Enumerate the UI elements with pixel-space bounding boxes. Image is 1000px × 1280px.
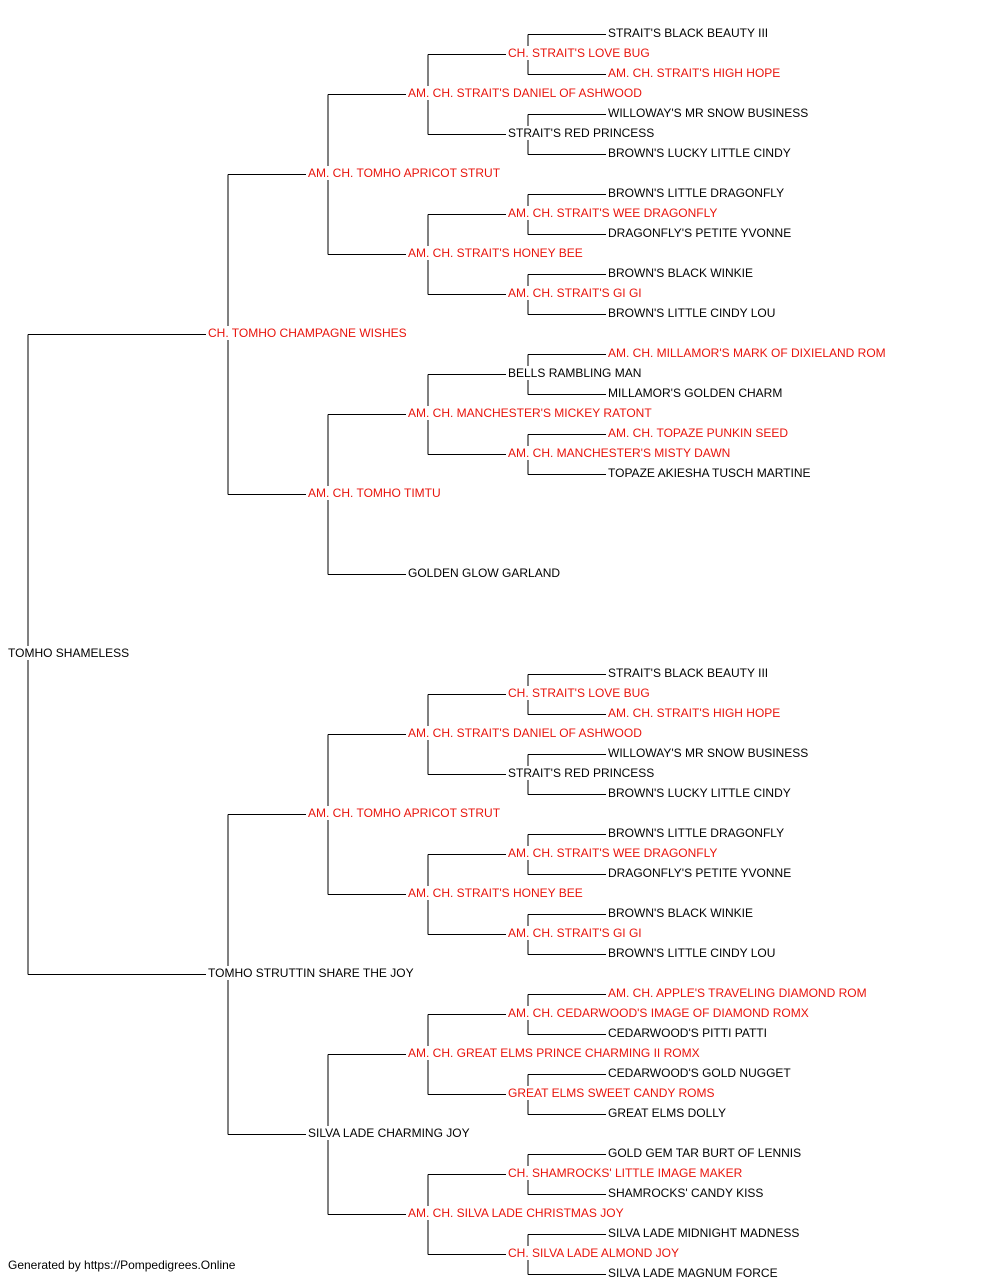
pedigree-entry-gen3-2: AM. CH. MANCHESTER'S MICKEY RATONT <box>408 406 654 420</box>
pedigree-entry-gen4-10: AM. CH. STRAIT'S WEE DRAGONFLY <box>508 846 720 860</box>
pedigree-entry-gen5-7: BROWN'S LITTLE CINDY LOU <box>608 306 778 320</box>
pedigree-entry-gen2-2: AM. CH. TOMHO APRICOT STRUT <box>308 806 503 820</box>
pedigree-entry-gen4-2: AM. CH. STRAIT'S WEE DRAGONFLY <box>508 206 720 220</box>
pedigree-entry-gen3-1: AM. CH. STRAIT'S HONEY BEE <box>408 246 585 260</box>
pedigree-entry-gen4-15: CH. SILVA LADE ALMOND JOY <box>508 1246 681 1260</box>
pedigree-entry-gen3-0: AM. CH. STRAIT'S DANIEL OF ASHWOOD <box>408 86 644 100</box>
pedigree-entry-gen5-19: BROWN'S LUCKY LITTLE CINDY <box>608 786 793 800</box>
generator-credit: Generated by https://Pompedigrees.Online <box>8 1258 236 1272</box>
pedigree-entry-gen4-11: AM. CH. STRAIT'S GI GI <box>508 926 644 940</box>
pedigree-entry-gen2-3: SILVA LADE CHARMING JOY <box>308 1126 472 1140</box>
pedigree-entry-gen4-4: BELLS RAMBLING MAN <box>508 366 644 380</box>
pedigree-entry-gen5-30: SILVA LADE MIDNIGHT MADNESS <box>608 1226 802 1240</box>
pedigree-entry-gen5-18: WILLOWAY'S MR SNOW BUSINESS <box>608 746 811 760</box>
pedigree-entry-gen5-16: STRAIT'S BLACK BEAUTY III <box>608 666 771 680</box>
pedigree-entry-gen5-26: CEDARWOOD'S GOLD NUGGET <box>608 1066 793 1080</box>
pedigree-entry-gen3-7: AM. CH. SILVA LADE CHRISTMAS JOY <box>408 1206 626 1220</box>
pedigree-entry-gen3-5: AM. CH. STRAIT'S HONEY BEE <box>408 886 585 900</box>
pedigree-entry-gen5-9: MILLAMOR'S GOLDEN CHARM <box>608 386 785 400</box>
pedigree-entry-gen4-1: STRAIT'S RED PRINCESS <box>508 126 657 140</box>
pedigree-entry-gen5-10: AM. CH. TOPAZE PUNKIN SEED <box>608 426 791 440</box>
pedigree-entry-gen4-5: AM. CH. MANCHESTER'S MISTY DAWN <box>508 446 733 460</box>
pedigree-entry-gen2-1: AM. CH. TOMHO TIMTU <box>308 486 443 500</box>
pedigree-entry-gen2-0: AM. CH. TOMHO APRICOT STRUT <box>308 166 503 180</box>
pedigree-entry-gen1-0: CH. TOMHO CHAMPAGNE WISHES <box>208 326 409 340</box>
pedigree-entry-gen5-3: BROWN'S LUCKY LITTLE CINDY <box>608 146 793 160</box>
pedigree-entry-gen5-27: GREAT ELMS DOLLY <box>608 1106 729 1120</box>
pedigree-entry-gen5-23: BROWN'S LITTLE CINDY LOU <box>608 946 778 960</box>
pedigree-entry-gen4-14: CH. SHAMROCKS' LITTLE IMAGE MAKER <box>508 1166 745 1180</box>
pedigree-entry-gen5-17: AM. CH. STRAIT'S HIGH HOPE <box>608 706 783 720</box>
pedigree-entry-gen5-8: AM. CH. MILLAMOR'S MARK OF DIXIELAND ROM <box>608 346 888 360</box>
pedigree-entry-gen4-3: AM. CH. STRAIT'S GI GI <box>508 286 644 300</box>
pedigree-entry-gen5-21: DRAGONFLY'S PETITE YVONNE <box>608 866 794 880</box>
pedigree-entry-gen4-0: CH. STRAIT'S LOVE BUG <box>508 46 652 60</box>
pedigree-entry-gen1-1: TOMHO STRUTTIN SHARE THE JOY <box>208 966 416 980</box>
pedigree-entry-gen3-6: AM. CH. GREAT ELMS PRINCE CHARMING II RO… <box>408 1046 702 1060</box>
pedigree-entry-gen3-4: AM. CH. STRAIT'S DANIEL OF ASHWOOD <box>408 726 644 740</box>
pedigree-entry-gen4-9: STRAIT'S RED PRINCESS <box>508 766 657 780</box>
pedigree-entry-gen5-1: AM. CH. STRAIT'S HIGH HOPE <box>608 66 783 80</box>
pedigree-entry-gen4-13: GREAT ELMS SWEET CANDY ROMS <box>508 1086 717 1100</box>
pedigree-entry-gen5-28: GOLD GEM TAR BURT OF LENNIS <box>608 1146 804 1160</box>
pedigree-entry-gen5-20: BROWN'S LITTLE DRAGONFLY <box>608 826 787 840</box>
pedigree-entry-gen5-11: TOPAZE AKIESHA TUSCH MARTINE <box>608 466 813 480</box>
pedigree-entry-gen5-4: BROWN'S LITTLE DRAGONFLY <box>608 186 787 200</box>
pedigree-entry-gen5-24: AM. CH. APPLE'S TRAVELING DIAMOND ROM <box>608 986 869 1000</box>
pedigree-entry-gen5-6: BROWN'S BLACK WINKIE <box>608 266 755 280</box>
pedigree-entry-gen5-2: WILLOWAY'S MR SNOW BUSINESS <box>608 106 811 120</box>
pedigree-entry-gen4-12: AM. CH. CEDARWOOD'S IMAGE OF DIAMOND ROM… <box>508 1006 811 1020</box>
pedigree-entry-gen3-3: GOLDEN GLOW GARLAND <box>408 566 563 580</box>
pedigree-entry-gen5-29: SHAMROCKS' CANDY KISS <box>608 1186 766 1200</box>
pedigree-entry-gen4-8: CH. STRAIT'S LOVE BUG <box>508 686 652 700</box>
pedigree-entry-gen5-0: STRAIT'S BLACK BEAUTY III <box>608 26 771 40</box>
pedigree-entry-gen5-25: CEDARWOOD'S PITTI PATTI <box>608 1026 769 1040</box>
pedigree-entry-gen5-31: SILVA LADE MAGNUM FORCE <box>608 1266 780 1280</box>
pedigree-entry-gen0-0: TOMHO SHAMELESS <box>8 646 132 660</box>
pedigree-entry-gen5-5: DRAGONFLY'S PETITE YVONNE <box>608 226 794 240</box>
pedigree-entry-gen5-22: BROWN'S BLACK WINKIE <box>608 906 755 920</box>
